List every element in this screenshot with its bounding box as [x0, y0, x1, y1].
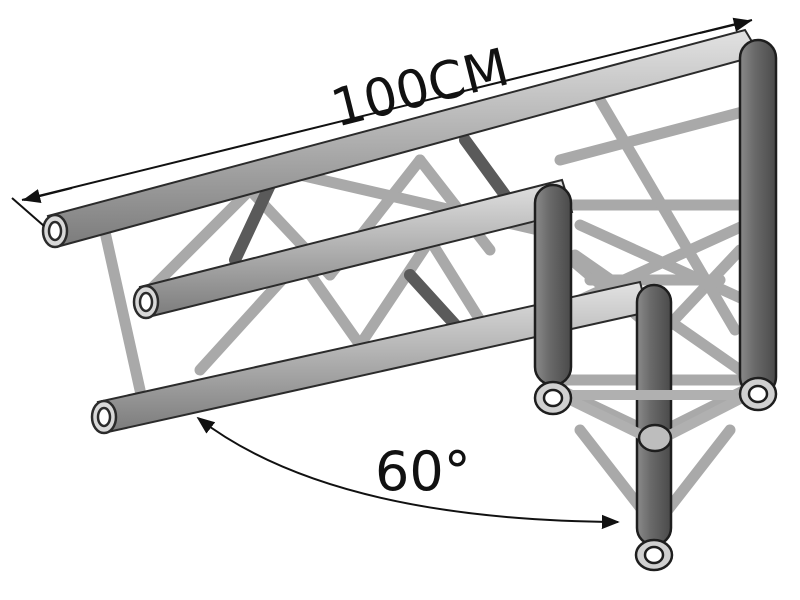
length-dimension-line	[21, 19, 753, 201]
length-arrow-left	[22, 187, 73, 204]
post-inner	[635, 283, 673, 547]
length-arrow-right	[699, 17, 752, 34]
dark-brace	[229, 134, 511, 336]
post-right	[738, 38, 778, 397]
dimensions	[11, 17, 753, 530]
angle-label: 60°	[375, 440, 471, 503]
bracing	[99, 94, 756, 526]
post-ends	[533, 376, 778, 572]
post-middle	[533, 183, 573, 387]
corner-posts	[533, 38, 778, 547]
angle-arc	[196, 416, 620, 530]
rear-brace	[99, 94, 756, 526]
tube-ends-left	[41, 213, 160, 435]
